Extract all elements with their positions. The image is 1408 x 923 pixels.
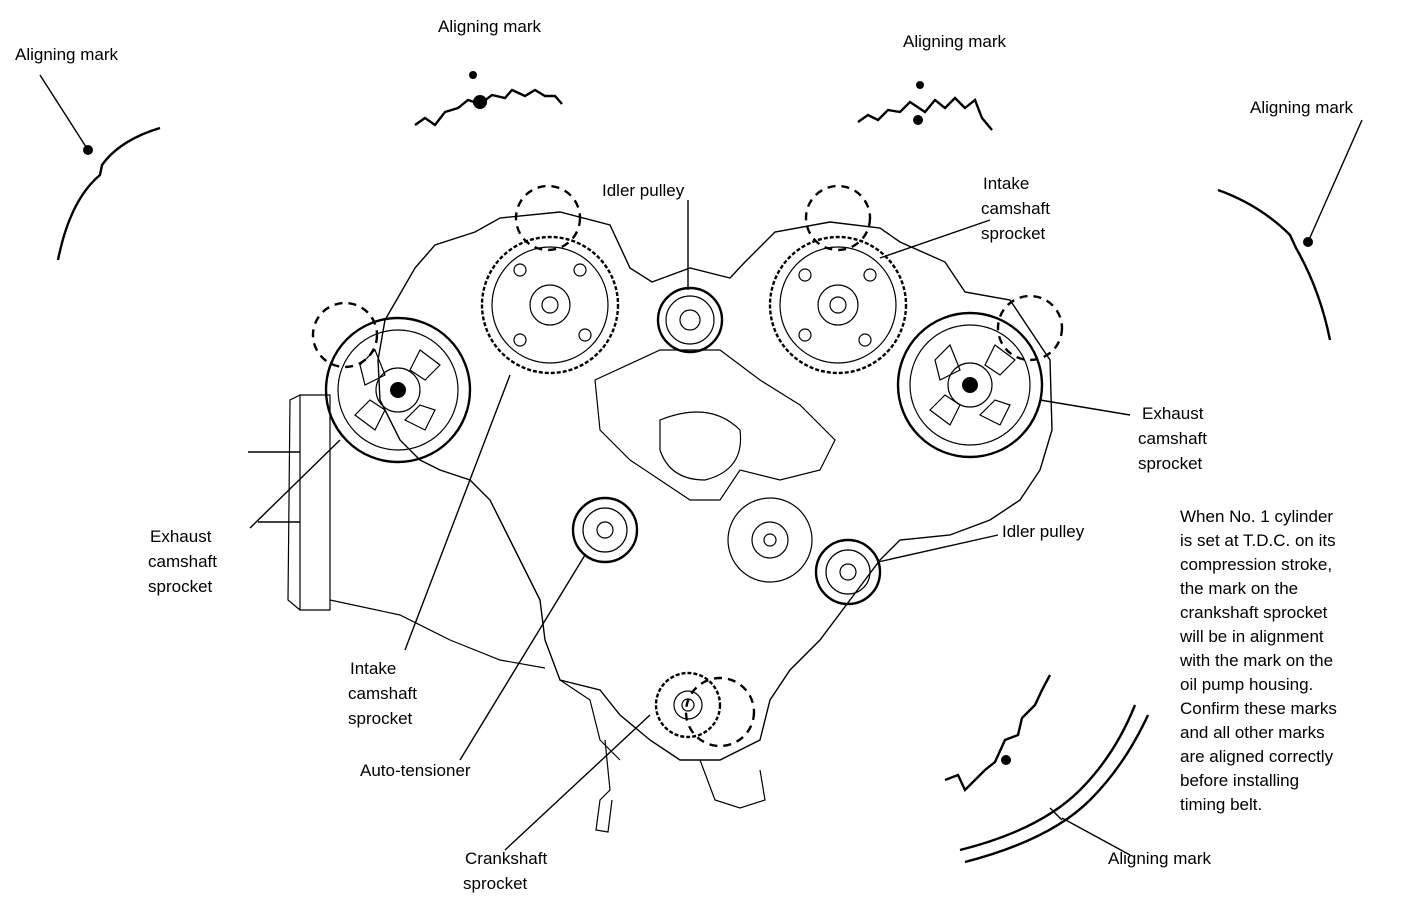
label-exhaust-cam-right-1: Exhaust — [1142, 404, 1204, 423]
label-aligning-mark-bottom-right: Aligning mark — [1108, 849, 1211, 868]
label-intake-cam-left-3: sprocket — [348, 709, 413, 728]
label-aligning-mark-top-right: Aligning mark — [1250, 98, 1353, 117]
label-intake-cam-right-3: sprocket — [981, 224, 1046, 243]
note-line-8: oil pump housing. — [1180, 675, 1313, 694]
engine-block — [248, 211, 1053, 809]
label-exhaust-cam-right-2: camshaft — [1138, 429, 1207, 448]
inset-top-center-left — [414, 71, 563, 127]
top-idler-pulley — [656, 286, 724, 354]
note-line-7: with the mark on the — [1179, 651, 1333, 670]
label-auto-tensioner: Auto-tensioner — [360, 761, 471, 780]
right-idler-pulley — [814, 538, 882, 606]
note-line-2: is set at T.D.C. on its — [1180, 531, 1336, 550]
leader-lines — [249, 200, 1131, 851]
note-line-3: compression stroke, — [1180, 555, 1332, 574]
label-exhaust-cam-left-2: camshaft — [148, 552, 217, 571]
note-line-13: timing belt. — [1180, 795, 1262, 814]
label-idler-pulley-right: Idler pulley — [1002, 522, 1085, 541]
note-line-4: the mark on the — [1180, 579, 1298, 598]
note-line-6: will be in alignment — [1179, 627, 1324, 646]
label-crankshaft-sprocket-1: Crankshaft — [465, 849, 547, 868]
label-intake-cam-left-1: Intake — [350, 659, 396, 678]
label-exhaust-cam-right-3: sprocket — [1138, 454, 1203, 473]
auto-tensioner — [571, 496, 639, 564]
label-intake-cam-left-2: camshaft — [348, 684, 417, 703]
note-line-11: are aligned correctly — [1180, 747, 1334, 766]
left-exhaust-camshaft-sprocket — [311, 301, 472, 464]
label-exhaust-cam-left-3: sprocket — [148, 577, 213, 596]
note-line-12: before installing — [1180, 771, 1299, 790]
label-intake-cam-right-2: camshaft — [981, 199, 1050, 218]
note-text: When No. 1 cylinder is set at T.D.C. on … — [1179, 507, 1337, 814]
labels: Aligning mark Aligning mark Aligning mar… — [15, 17, 1353, 893]
label-aligning-mark-top-left: Aligning mark — [15, 45, 118, 64]
label-aligning-mark-top-center-right: Aligning mark — [903, 32, 1006, 51]
inset-top-left — [39, 74, 161, 261]
right-intake-camshaft-sprocket — [768, 184, 908, 375]
label-aligning-mark-top-center-left: Aligning mark — [438, 17, 541, 36]
note-line-9: Confirm these marks — [1180, 699, 1337, 718]
inset-bottom-right — [944, 674, 1150, 864]
label-exhaust-cam-left-1: Exhaust — [150, 527, 212, 546]
inset-top-right — [1217, 119, 1363, 341]
label-intake-cam-right-1: Intake — [983, 174, 1029, 193]
crankshaft-sprocket — [595, 671, 756, 833]
left-intake-camshaft-sprocket — [480, 184, 620, 375]
note-line-5: crankshaft sprocket — [1180, 603, 1328, 622]
label-idler-pulley-top: Idler pulley — [602, 181, 685, 200]
inset-top-center-right — [857, 81, 993, 131]
note-line-1: When No. 1 cylinder — [1180, 507, 1333, 526]
water-pump — [727, 497, 813, 583]
label-crankshaft-sprocket-2: sprocket — [463, 874, 528, 893]
right-exhaust-camshaft-sprocket — [896, 294, 1064, 459]
note-line-10: and all other marks — [1180, 723, 1325, 742]
